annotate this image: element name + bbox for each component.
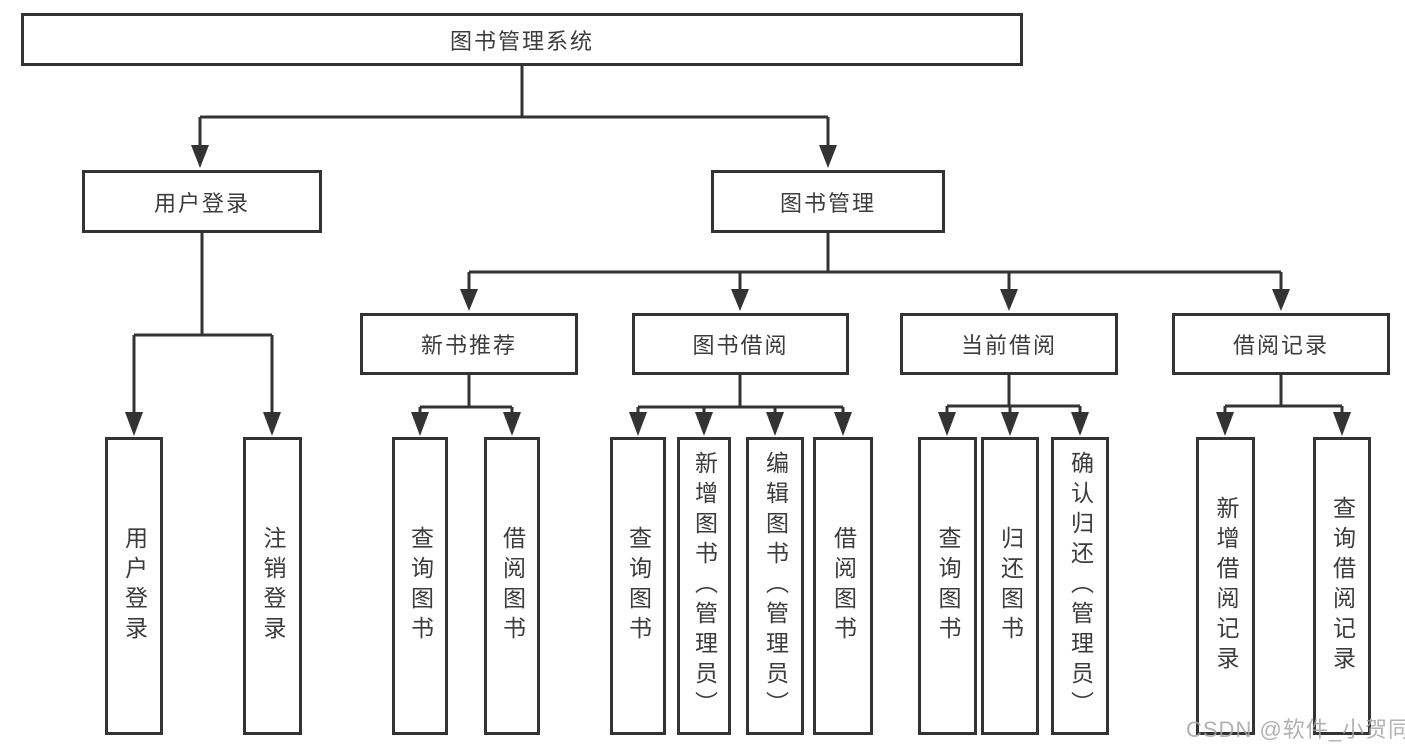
leaf-cur-return-book: 归还图书 xyxy=(981,437,1039,735)
arrowhead xyxy=(191,145,209,168)
arrowhead xyxy=(629,412,647,436)
leaf-rec-borrow-book: 借阅图书 xyxy=(484,437,540,735)
node-label: 查询图书 xyxy=(407,526,434,646)
node-label: 图书管理系统 xyxy=(449,28,594,54)
node-label: 图书借阅 xyxy=(692,333,789,358)
arrowhead xyxy=(1216,412,1234,436)
arrowhead xyxy=(938,412,956,436)
node-book-management: 图书管理 xyxy=(711,170,945,233)
node-label: 注销登录 xyxy=(260,526,286,646)
node-label: 当前借阅 xyxy=(960,333,1057,358)
node-label: 用户登录 xyxy=(153,190,250,216)
edge-userlogin-to-leaves xyxy=(132,233,274,414)
arrowhead xyxy=(819,145,837,168)
leaf-bor-query-book: 查询图书 xyxy=(610,437,666,735)
leaf-cur-confirm-return-admin: 确认归还（管理员） xyxy=(1051,437,1109,735)
arrowhead xyxy=(766,412,784,436)
node-borrow-records: 借阅记录 xyxy=(1172,313,1390,375)
leaf-log-query-record: 查询借阅记录 xyxy=(1313,437,1371,735)
node-new-book-recommend: 新书推荐 xyxy=(360,313,578,375)
node-label: 新增借阅记录 xyxy=(1213,496,1239,676)
node-label: 归还图书 xyxy=(997,526,1024,646)
node-label: 图书管理 xyxy=(779,190,876,216)
arrowhead xyxy=(731,289,749,311)
node-label: 新书推荐 xyxy=(420,333,517,358)
node-label: 确认归还（管理员） xyxy=(1067,451,1094,721)
arrowhead xyxy=(1272,289,1290,311)
arrowhead xyxy=(834,412,852,436)
node-book-borrow: 图书借阅 xyxy=(632,313,849,375)
leaf-user-login: 用户登录 xyxy=(105,437,163,735)
arrowhead xyxy=(1071,412,1089,436)
leaf-logout: 注销登录 xyxy=(243,437,302,735)
leaf-bor-add-book-admin: 新增图书（管理员） xyxy=(677,437,731,735)
leaf-bor-borrow-book: 借阅图书 xyxy=(813,437,873,735)
leaf-rec-query-book: 查询图书 xyxy=(392,437,448,735)
edge-root-to-level2 xyxy=(198,66,830,147)
node-label: 查询借阅记录 xyxy=(1329,496,1356,676)
node-library-system: 图书管理系统 xyxy=(21,13,1023,66)
arrowhead xyxy=(125,412,143,436)
node-label: 查询图书 xyxy=(935,526,961,646)
node-label: 借阅图书 xyxy=(499,526,526,646)
arrowhead xyxy=(1000,289,1018,311)
leaf-cur-query-book: 查询图书 xyxy=(918,437,977,735)
arrowhead xyxy=(411,412,429,436)
node-current-borrow: 当前借阅 xyxy=(900,313,1118,375)
edge-mgmt-to-level3 xyxy=(467,233,1283,292)
edge-records-to-leaves xyxy=(1223,375,1344,415)
leaf-bor-edit-book-admin: 编辑图书（管理员） xyxy=(746,437,804,735)
edge-borrow-to-leaves xyxy=(636,375,845,415)
node-label: 借阅记录 xyxy=(1232,333,1329,358)
arrowheads xyxy=(125,145,1351,436)
edge-current-to-leaves xyxy=(945,375,1082,415)
node-user-login: 用户登录 xyxy=(82,170,322,233)
csdn-watermark: CSDN @软件_小贺同学 xyxy=(1186,717,1405,742)
node-label: 编辑图书（管理员） xyxy=(762,451,789,721)
arrowhead xyxy=(460,289,478,311)
node-label: 查询图书 xyxy=(625,526,652,646)
node-label: 新增图书（管理员） xyxy=(691,451,718,721)
arrowhead xyxy=(503,412,521,436)
leaf-log-add-record: 新增借阅记录 xyxy=(1196,437,1255,735)
arrowhead xyxy=(1001,412,1019,436)
arrowhead xyxy=(1333,412,1351,436)
node-label: 借阅图书 xyxy=(830,526,857,646)
node-label: 用户登录 xyxy=(121,526,148,646)
arrowhead xyxy=(263,412,281,436)
edge-recommend-to-leaves xyxy=(418,375,514,415)
arrowhead xyxy=(695,412,713,436)
